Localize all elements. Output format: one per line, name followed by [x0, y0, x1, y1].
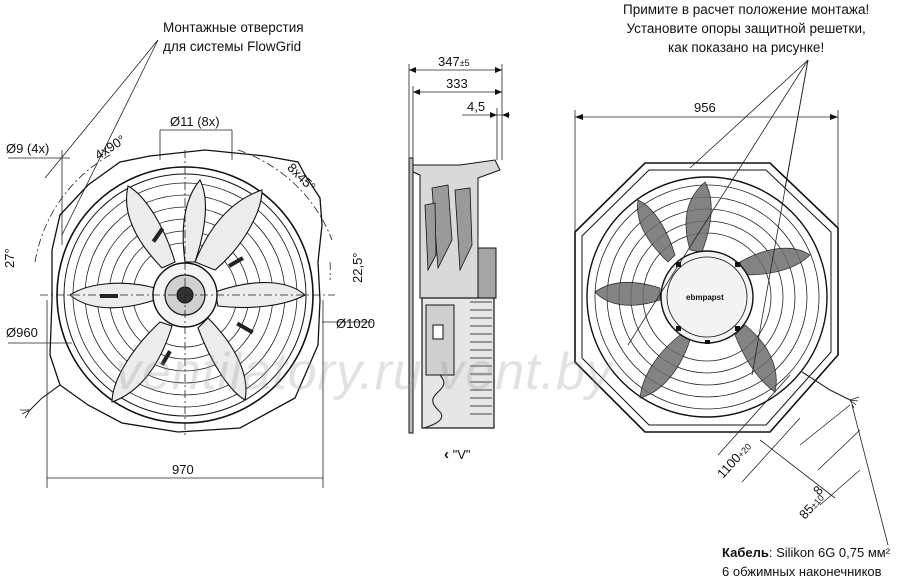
side-bracket: [477, 247, 497, 299]
front-cable-ends: [20, 409, 31, 419]
cable-label-leader: [851, 404, 889, 546]
front-pitch-arc-outer: [34, 154, 111, 263]
rear-strip-dim-ext-c: [819, 469, 861, 506]
rear-octagon-inner: [581, 169, 832, 426]
view-v-label: ‹ "V": [444, 446, 471, 463]
rear-hub-inner: [666, 256, 748, 338]
dim-hole11: Ø11 (8x): [170, 114, 220, 129]
cable-terminals: 6 обжимных наконечников: [722, 564, 882, 579]
note-mounting-holes: Монтажные отверстия для системы FlowGrid: [163, 18, 304, 56]
watermark: ventilatory.ru vent.by: [115, 343, 613, 401]
side-arrowheads: [409, 67, 509, 118]
rear-ring: [586, 176, 828, 418]
cable-spec: Кабель: Silikon 6G 0,75 мм² 6 обжимных н…: [722, 543, 890, 581]
note-install-line2: Установите опоры защитной решетки,: [626, 21, 866, 36]
rear-strip-dim-ext-a: [799, 404, 851, 446]
note-mounting-line1: Монтажные отверстия: [163, 20, 304, 35]
side-terminal-box: [425, 304, 455, 376]
view-v-text: "V": [452, 447, 471, 462]
dim-angle-27: 27°: [2, 248, 17, 268]
rear-cable-dim-ext-b: [741, 417, 801, 483]
rear-cable-dim-ext-a: [717, 374, 791, 456]
note-install-line3: как показано на рисунке!: [668, 40, 825, 55]
side-motor-fins: [470, 301, 492, 415]
rear-blades: [594, 181, 811, 399]
dim-hole9: Ø9 (4x): [6, 141, 50, 156]
dim-dia-1020: Ø1020: [336, 316, 376, 331]
rear-brand-label: ebmpapst: [686, 293, 724, 302]
dim-depth-347-tol: ±5: [459, 58, 470, 68]
rear-strip-dim-ext-b: [817, 429, 861, 471]
side-plate: [408, 157, 414, 434]
rear-note-leader-a: [689, 59, 809, 169]
front-blade-marks: [100, 227, 254, 366]
dim-depth-347-value: 347: [438, 54, 460, 69]
view-v-arrow-icon: ‹: [444, 446, 449, 463]
front-housing-plate: [49, 149, 323, 433]
cable-label: Кабель: [722, 545, 769, 560]
rear-note-leader-c: [627, 59, 809, 346]
rear-cable-ends: [849, 396, 860, 409]
cable-spec-value: : Silikon 6G 0,75 мм²: [768, 545, 891, 560]
front-note-leader-b: [61, 39, 159, 236]
dim-width-970: 970: [172, 462, 194, 477]
front-view: [8, 39, 372, 488]
front-note-leader-a: [44, 39, 159, 179]
dim-angle-22-5: 22,5°: [350, 252, 365, 283]
side-blade-shapes: [424, 184, 473, 272]
cable-spec-line1: Кабель: Silikon 6G 0,75 мм²: [722, 543, 890, 562]
rear-view: [574, 59, 889, 546]
side-connector: [432, 324, 444, 340]
rear-octagon-outer: [574, 162, 839, 433]
side-cable-loop: [423, 374, 445, 429]
dim-depth-333: 333: [446, 76, 468, 91]
dim-depth-347: 347±5: [438, 54, 470, 69]
note-install-line1: Примите в расчет положение монтажа!: [623, 2, 870, 17]
side-view: [408, 64, 510, 434]
front-pitch-arc-right: [237, 149, 333, 241]
rear-cable: [801, 371, 851, 401]
front-cable: [29, 384, 61, 411]
note-mounting-line2: для системы FlowGrid: [163, 39, 302, 54]
dim-offset-4-5: 4,5: [467, 99, 486, 114]
dim-dia-960: Ø960: [6, 325, 38, 340]
dim-width-956: 956: [694, 100, 716, 115]
rear-note-leader-d: [751, 59, 809, 376]
rear-cable-dim-line: [759, 439, 836, 499]
note-install: Примите в расчет положение монтажа! Уста…: [623, 0, 869, 57]
